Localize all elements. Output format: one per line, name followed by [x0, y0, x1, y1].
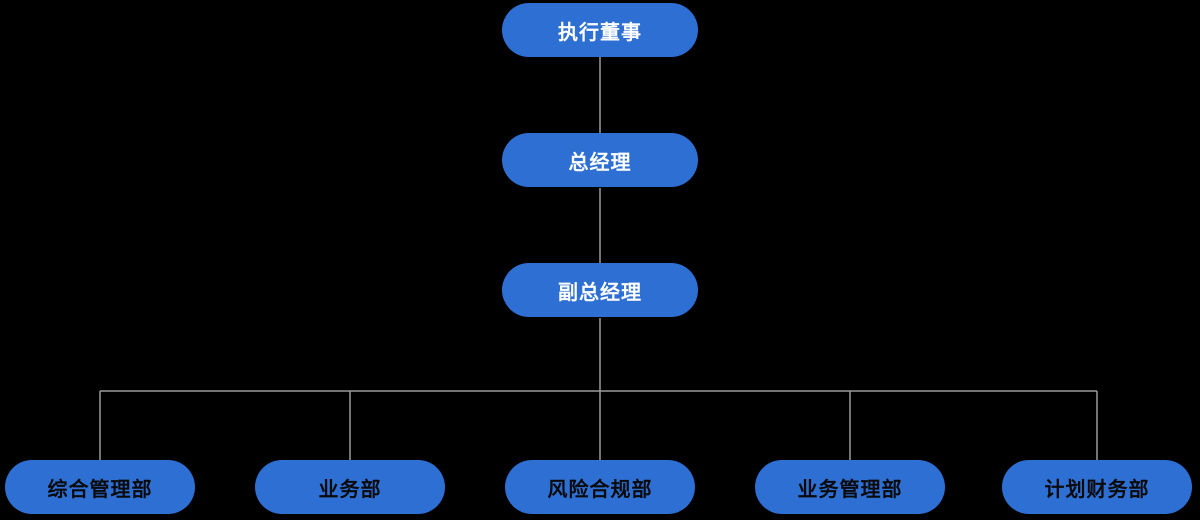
node-planning-finance-dept: 计划财务部 — [1002, 460, 1192, 514]
node-business-dept: 业务部 — [255, 460, 445, 514]
node-executive-director: 执行董事 — [502, 3, 698, 57]
node-business-management-dept: 业务管理部 — [755, 460, 945, 514]
node-risk-compliance-dept: 风险合规部 — [505, 460, 695, 514]
node-general-manager: 总经理 — [502, 133, 698, 187]
node-general-admin-dept: 综合管理部 — [5, 460, 195, 514]
node-deputy-general-manager: 副总经理 — [502, 263, 698, 317]
